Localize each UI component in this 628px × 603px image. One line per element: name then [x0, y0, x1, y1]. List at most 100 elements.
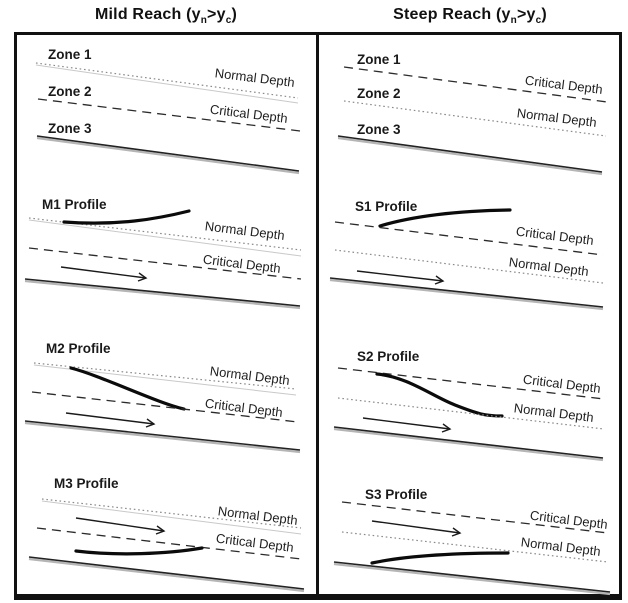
normal-depth-line	[28, 217, 302, 251]
flow-arrow-head	[155, 525, 166, 535]
channel-bed-line	[333, 426, 604, 459]
flow-arrow	[60, 266, 148, 282]
normal-depth-line	[35, 62, 299, 99]
subscript-c: c	[225, 15, 232, 27]
column-divider	[316, 32, 319, 600]
flow-arrow-shaft	[371, 520, 461, 534]
title-text: >y	[516, 6, 536, 23]
subscript-n: n	[200, 15, 208, 27]
m3-profile-label: M3 Profile	[54, 476, 119, 491]
channel-bed	[337, 135, 603, 176]
channel-bed-shadow	[36, 136, 300, 175]
channel-bed-shadow	[333, 427, 604, 462]
channel-bed-shadow	[24, 421, 301, 454]
steep-reach-title: Steep Reach (yn>yc)	[318, 2, 622, 28]
flow-arrow-shaft	[60, 266, 147, 279]
s1-profile-panel: S1 Profile Critical Depth Normal Depth	[329, 199, 604, 311]
critical-depth-label: Critical Depth	[515, 224, 594, 248]
steep-zones-panel: Zone 1 Critical Depth Zone 2 Normal Dept…	[337, 52, 608, 176]
m2-profile-panel: M2 Profile Normal Depth Critical Depth	[24, 341, 301, 454]
channel-bed-line	[24, 420, 301, 451]
channel-bed-shadow	[329, 278, 604, 311]
normal-depth-line	[334, 249, 604, 284]
s3-profile-panel: S3 Profile Critical Depth Normal Depth	[333, 487, 611, 596]
steep-reach-column: Zone 1 Critical Depth Zone 2 Normal Dept…	[329, 52, 611, 596]
surface-faint-line	[35, 64, 299, 104]
s2-profile-panel: S2 Profile Critical Depth Normal Depth	[333, 349, 605, 462]
channel-bed-shadow	[24, 279, 301, 310]
zone3-label: Zone 3	[48, 121, 92, 136]
channel-bed-line	[24, 278, 301, 307]
flow-arrow	[75, 517, 166, 535]
zone2-label: Zone 2	[48, 84, 92, 99]
mild-reach-title: Mild Reach (yn>yc)	[14, 2, 318, 28]
mild-reach-column: Zone 1 Normal Depth Zone 2 Critical Dept…	[24, 47, 305, 593]
m3-profile-panel: M3 Profile Normal Depth Critical Depth	[28, 476, 305, 593]
channel-bed-line	[329, 277, 604, 308]
surface-faint-line	[28, 219, 302, 257]
flow-arrow-head	[434, 275, 445, 285]
channel-bed	[329, 277, 604, 311]
channel-bed-line	[36, 135, 300, 172]
channel-bed-shadow	[28, 557, 305, 593]
m2-profile-label: M2 Profile	[46, 341, 111, 356]
title-text: >y	[207, 6, 226, 23]
zone1-label: Zone 1	[48, 47, 92, 62]
m1-profile-label: M1 Profile	[42, 197, 107, 212]
normal-depth-label: Normal Depth	[520, 534, 601, 559]
flow-arrow-head	[441, 423, 452, 433]
flow-arrow	[362, 417, 452, 433]
flow-arrow-head	[451, 527, 462, 537]
flow-arrow-shaft	[362, 417, 451, 430]
flow-arrow-shaft	[65, 412, 155, 425]
flow-arrow-head	[145, 418, 156, 428]
s3-profile-curve	[370, 551, 510, 565]
zone3-label: Zone 3	[357, 122, 401, 137]
channel-bed-line	[337, 135, 603, 173]
mild-zones-panel: Zone 1 Normal Depth Zone 2 Critical Dept…	[35, 47, 301, 175]
s1-profile-curve	[378, 208, 512, 228]
critical-depth-label: Critical Depth	[215, 531, 294, 555]
surface-faint-line	[41, 500, 302, 535]
channel-bed-line	[28, 556, 305, 590]
zone2-label: Zone 2	[357, 86, 401, 101]
critical-depth-label: Critical Depth	[209, 102, 288, 126]
channel-bed	[24, 278, 301, 310]
normal-depth-label: Normal Depth	[513, 400, 594, 425]
channel-bed	[36, 135, 300, 175]
m1-profile-curve	[62, 209, 191, 225]
critical-depth-label: Critical Depth	[522, 372, 601, 396]
title-text: Steep Reach (y	[393, 6, 511, 23]
flow-arrow	[356, 270, 445, 285]
flow-arrow-shaft	[75, 517, 165, 532]
channel-bed	[24, 420, 301, 454]
s2-profile-label: S2 Profile	[357, 349, 420, 364]
normal-depth-line	[41, 498, 302, 529]
channel-bed	[333, 426, 604, 462]
subscript-c: c	[535, 15, 542, 27]
normal-depth-line	[337, 397, 605, 430]
flow-arrow	[371, 520, 462, 537]
zone1-label: Zone 1	[357, 52, 401, 67]
m2-profile-curve	[69, 366, 186, 411]
critical-depth-line	[334, 221, 604, 256]
m3-profile-curve	[74, 546, 204, 556]
channel-bed-shadow	[337, 136, 603, 176]
channel-bed-line	[333, 561, 611, 593]
normal-depth-label: Normal Depth	[204, 218, 285, 243]
flow-arrow-shaft	[356, 270, 444, 282]
title-text: )	[541, 6, 547, 23]
channel-bed	[28, 556, 305, 593]
critical-depth-line	[28, 247, 302, 280]
s3-profile-label: S3 Profile	[365, 487, 428, 502]
normal-depth-label: Normal Depth	[214, 65, 295, 90]
subscript-n: n	[510, 15, 517, 27]
m1-profile-panel: M1 Profile Normal Depth Critical Depth	[24, 197, 302, 310]
normal-depth-label: Normal Depth	[516, 105, 597, 130]
normal-depth-line	[343, 100, 607, 137]
title-text: Mild Reach (y	[95, 6, 201, 23]
s1-profile-label: S1 Profile	[355, 199, 418, 214]
channel-bed-shadow	[333, 562, 611, 596]
channel-bed	[333, 561, 611, 596]
